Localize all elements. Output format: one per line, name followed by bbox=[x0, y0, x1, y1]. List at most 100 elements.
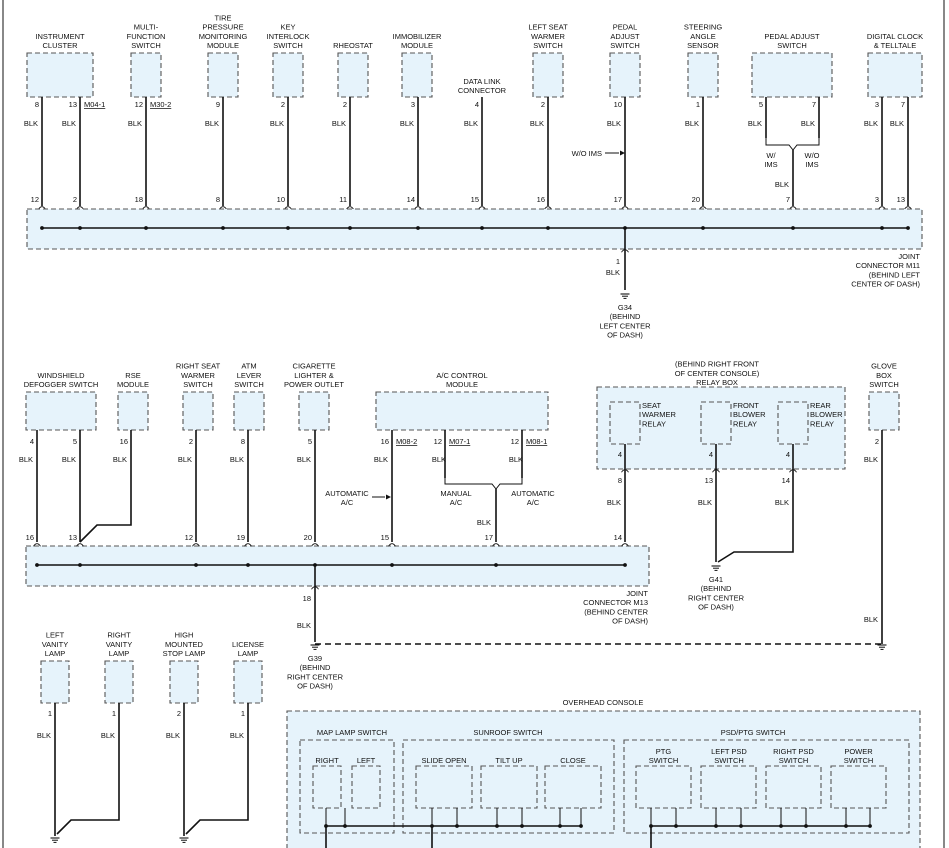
component-label: MONITORING bbox=[199, 32, 248, 41]
component-box bbox=[609, 52, 641, 98]
component-label: LEFT SEAT bbox=[528, 23, 568, 32]
splice-dot bbox=[35, 563, 39, 567]
component-label: TIRE bbox=[214, 13, 231, 22]
pin-number: 16 bbox=[537, 195, 545, 204]
relay-label: REAR bbox=[810, 401, 831, 410]
pin-number: 2 bbox=[177, 709, 181, 718]
connector-terminal bbox=[192, 543, 200, 547]
pin-number: 2 bbox=[189, 437, 193, 446]
wire bbox=[79, 430, 132, 543]
arrow-icon bbox=[386, 494, 391, 500]
component-label: STEERING bbox=[684, 23, 723, 32]
splice-dot bbox=[430, 824, 434, 828]
ground-label: OF DASH) bbox=[607, 331, 643, 340]
splice-dot bbox=[416, 226, 420, 230]
component-label: VANITY bbox=[42, 640, 69, 649]
ground-label: OF DASH) bbox=[297, 682, 333, 691]
splice-dot bbox=[906, 226, 910, 230]
relay-label: RELAY bbox=[733, 419, 757, 428]
component-box bbox=[272, 52, 304, 98]
ground-label: (BEHIND bbox=[300, 663, 331, 672]
component-label: VANITY bbox=[106, 640, 133, 649]
wire-color-label: BLK bbox=[698, 498, 712, 507]
component-box bbox=[401, 52, 433, 98]
relay-box-label: RELAY BOX bbox=[696, 378, 738, 387]
pin-number: 8 bbox=[216, 195, 220, 204]
relay-component bbox=[777, 401, 809, 445]
splice-dot bbox=[701, 226, 705, 230]
lamp-box bbox=[233, 660, 263, 704]
wire-color-label: BLK bbox=[775, 498, 789, 507]
pin-number: 12 bbox=[135, 100, 143, 109]
component-label: SENSOR bbox=[687, 41, 719, 50]
pin-number: 2 bbox=[281, 100, 285, 109]
component-box bbox=[26, 52, 94, 98]
wire-color-label: BLK bbox=[101, 731, 115, 740]
component-label: LAMP bbox=[45, 649, 65, 658]
component-label: LIGHTER & bbox=[294, 371, 334, 380]
option-label: A/C bbox=[341, 498, 354, 507]
wire bbox=[717, 444, 794, 563]
sunroof-switch-title: SUNROOF SWITCH bbox=[473, 728, 542, 737]
wire-color-label: BLK bbox=[374, 455, 388, 464]
wire-color-label: BLK bbox=[230, 455, 244, 464]
pin-number: 15 bbox=[471, 195, 479, 204]
splice-dot bbox=[246, 563, 250, 567]
pin-number: 18 bbox=[135, 195, 143, 204]
pin-number: 19 bbox=[237, 533, 245, 542]
component-label: SWITCH bbox=[183, 380, 213, 389]
relay-box-label: OF CENTER CONSOLE) bbox=[675, 369, 760, 378]
splice-dot bbox=[495, 824, 499, 828]
switch-label: SWITCH bbox=[649, 756, 679, 765]
component-label: LICENSE bbox=[232, 640, 264, 649]
splice-dot bbox=[194, 563, 198, 567]
component-label: GLOVE bbox=[871, 362, 897, 371]
pin-number: 10 bbox=[277, 195, 285, 204]
pin-number: 5 bbox=[308, 437, 312, 446]
splice-dot bbox=[520, 824, 524, 828]
splice-dot bbox=[880, 226, 884, 230]
switch-label: PTG bbox=[656, 747, 672, 756]
ground-label: G39 bbox=[308, 654, 322, 663]
connector-terminal bbox=[621, 249, 629, 253]
pin-number: 17 bbox=[485, 533, 493, 542]
pin-number: 2 bbox=[541, 100, 545, 109]
relay-label: BLOWER bbox=[810, 410, 843, 419]
wire-color-label: BLK bbox=[509, 455, 523, 464]
splice-dot bbox=[221, 226, 225, 230]
connector-terminal bbox=[33, 543, 41, 547]
pin-number: 10 bbox=[614, 100, 622, 109]
connector-id: M07-1 bbox=[449, 437, 470, 446]
pin-number: 13 bbox=[897, 195, 905, 204]
option-label: A/C bbox=[527, 498, 540, 507]
splice-dot bbox=[623, 563, 627, 567]
ims-bracket bbox=[765, 138, 820, 151]
wire bbox=[56, 703, 120, 835]
relay-label: BLOWER bbox=[733, 410, 766, 419]
wire-color-label: BLK bbox=[128, 119, 142, 128]
component-label: SWITCH bbox=[610, 41, 640, 50]
overhead-console-title: OVERHEAD CONSOLE bbox=[563, 698, 644, 707]
wire-color-label: BLK bbox=[230, 731, 244, 740]
option-label: W/O IMS bbox=[572, 149, 602, 158]
switch-contact-box bbox=[312, 765, 342, 809]
connector-label: (BEHIND LEFT bbox=[869, 270, 921, 279]
wire-color-label: BLK bbox=[864, 119, 878, 128]
pin-number: 8 bbox=[618, 476, 622, 485]
switch-contact-box bbox=[635, 765, 692, 809]
splice-dot bbox=[649, 824, 653, 828]
option-label: AUTOMATIC bbox=[325, 489, 369, 498]
relay-label: RELAY bbox=[642, 419, 666, 428]
splice-dot bbox=[343, 824, 347, 828]
component-box bbox=[687, 52, 719, 98]
pin-number: 7 bbox=[901, 100, 905, 109]
wire-color-label: BLK bbox=[607, 498, 621, 507]
connector-label: OF DASH) bbox=[612, 617, 648, 626]
relay-component bbox=[700, 401, 732, 445]
switch-label: LEFT PSD bbox=[711, 747, 747, 756]
joint-connector-m11-box bbox=[26, 208, 923, 250]
pin-number: 12 bbox=[434, 437, 442, 446]
relay-label: FRONT bbox=[733, 401, 759, 410]
splice-dot bbox=[144, 226, 148, 230]
component-label: PEDAL bbox=[613, 23, 638, 32]
